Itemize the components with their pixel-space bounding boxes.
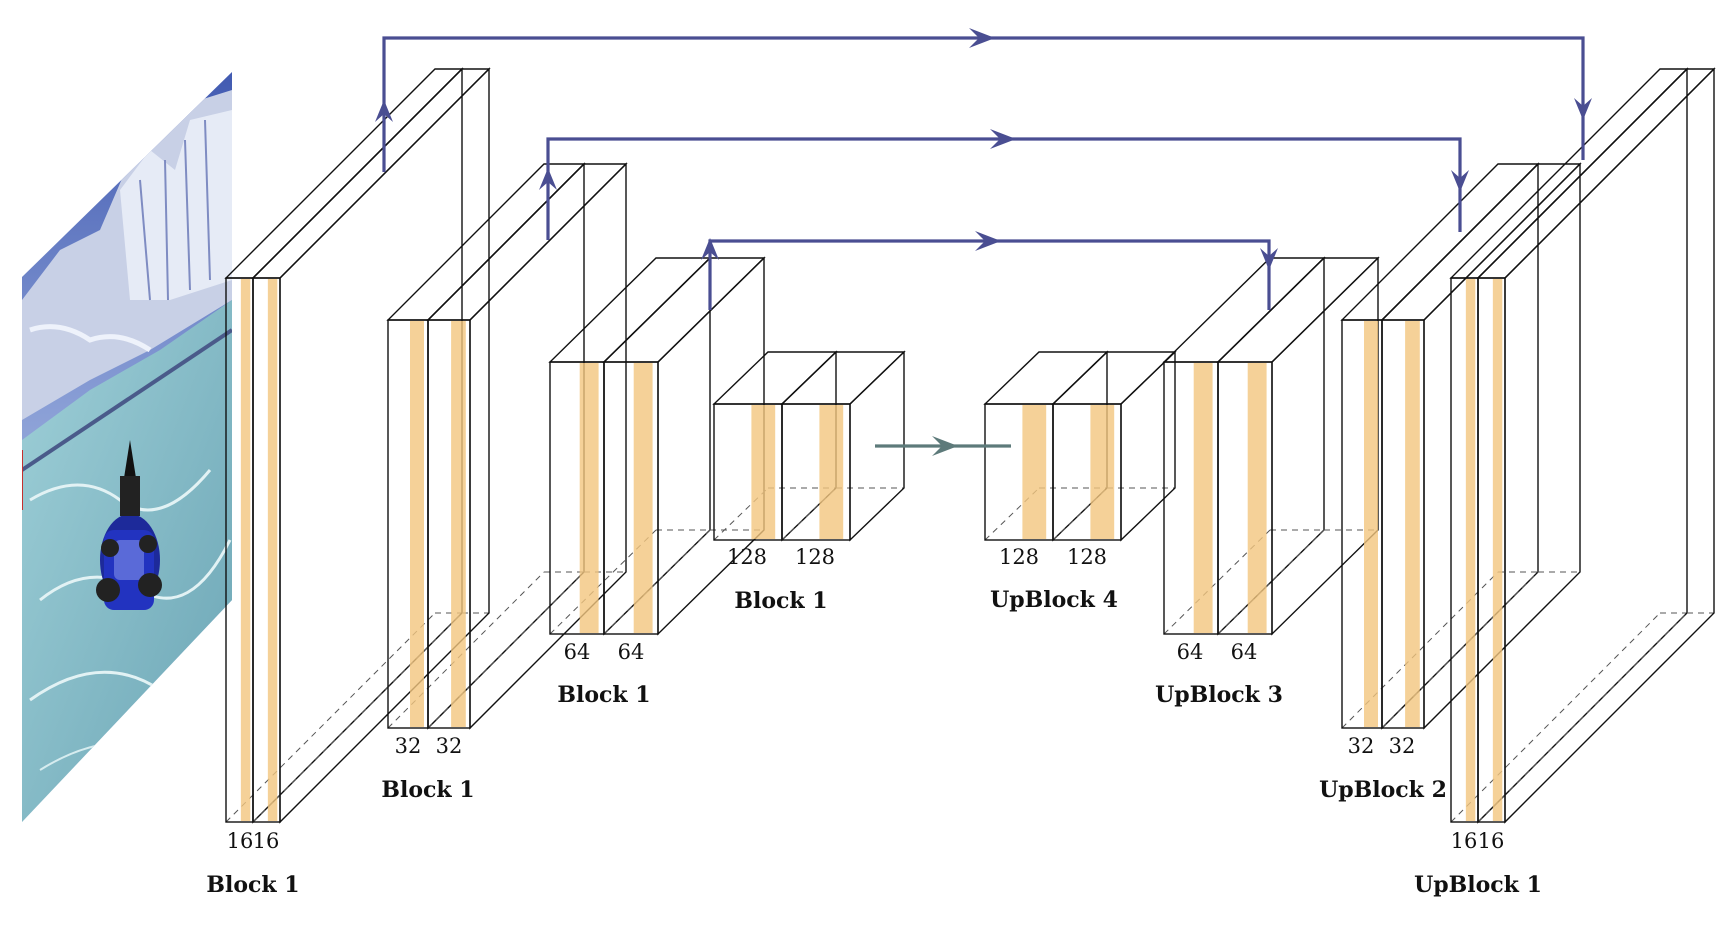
skip-connection-3	[701, 231, 1278, 310]
skip-connection-3-up-arrowhead	[701, 238, 719, 260]
encoder-1-conv-b	[251, 67, 491, 824]
skip-connection-3-down-arrowhead	[1260, 248, 1278, 270]
decoder-2-channel-label-a: 32	[1348, 734, 1375, 758]
encoder-1-channel-label-a: 16	[227, 829, 254, 853]
decoder-4-channel-label-b: 128	[1067, 545, 1107, 569]
bottleneck-arrowhead	[932, 436, 958, 456]
decoder-3-name: UpBlock 3	[1155, 682, 1283, 708]
decoder-2-conv-b	[1380, 162, 1582, 730]
skip-connection-1	[375, 28, 1592, 172]
decoder-2-name: UpBlock 2	[1319, 777, 1447, 803]
encoder-1-channel-label-b: 16	[253, 829, 280, 853]
encoder-3-channel-label-a: 64	[564, 640, 591, 664]
encoder-4-channel-label-a: 128	[727, 545, 767, 569]
encoder-3-name: Block 1	[557, 682, 650, 708]
skip-connection-2	[539, 129, 1469, 240]
decoder-1-channel-label-b: 16	[1478, 829, 1505, 853]
skip-connection-1-up-arrowhead	[375, 100, 393, 122]
decoder-1-conv-b	[1476, 67, 1716, 824]
encoder-4-name: Block 1	[734, 588, 827, 614]
decoder-3-conv-b	[1216, 256, 1380, 636]
encoder-2-conv-b	[426, 162, 628, 730]
racing-car-icon	[96, 440, 162, 610]
bottleneck-arrow	[875, 436, 1011, 456]
decoder-1-channel-label-a: 16	[1451, 829, 1478, 853]
skip-connection-2-up-arrowhead	[539, 168, 557, 190]
encoder-4-channel-label-b: 128	[795, 545, 835, 569]
encoder-3-conv-b	[602, 256, 766, 636]
encoder-3-conv-a	[548, 256, 712, 636]
skip-connection-3-right-arrowhead	[975, 231, 1001, 251]
decoder-4-channel-label-a: 128	[999, 545, 1039, 569]
encoder-4-conv-b	[780, 350, 906, 542]
decoder-1-name: UpBlock 1	[1414, 872, 1542, 898]
decoder-2-channel-label-b: 32	[1389, 734, 1416, 758]
decoder-4-name: UpBlock 4	[990, 587, 1118, 613]
decoder-3-channel-label-b: 64	[1231, 640, 1258, 664]
encoder-1-name: Block 1	[206, 872, 299, 898]
encoder-1-conv-a	[224, 67, 464, 824]
skip-connection-2-down-arrowhead	[1451, 170, 1469, 192]
decoder-4-conv-b	[1051, 350, 1177, 542]
encoder-2-channel-label-b: 32	[436, 734, 463, 758]
skip-connection-2-right-arrowhead	[990, 129, 1016, 149]
decoder-1-conv-a	[1449, 67, 1689, 824]
racing-game-frame-image	[22, 72, 232, 822]
skip-connection-1-down-arrowhead	[1574, 98, 1592, 120]
encoder-2-channel-label-a: 32	[395, 734, 422, 758]
encoder-2-name: Block 1	[381, 777, 474, 803]
encoder-4-conv-a	[712, 350, 838, 542]
skip-connection-1-right-arrowhead	[969, 28, 995, 48]
decoder-3-conv-a	[1162, 256, 1326, 636]
decoder-3-channel-label-a: 64	[1177, 640, 1204, 664]
encoder-3-channel-label-b: 64	[618, 640, 645, 664]
